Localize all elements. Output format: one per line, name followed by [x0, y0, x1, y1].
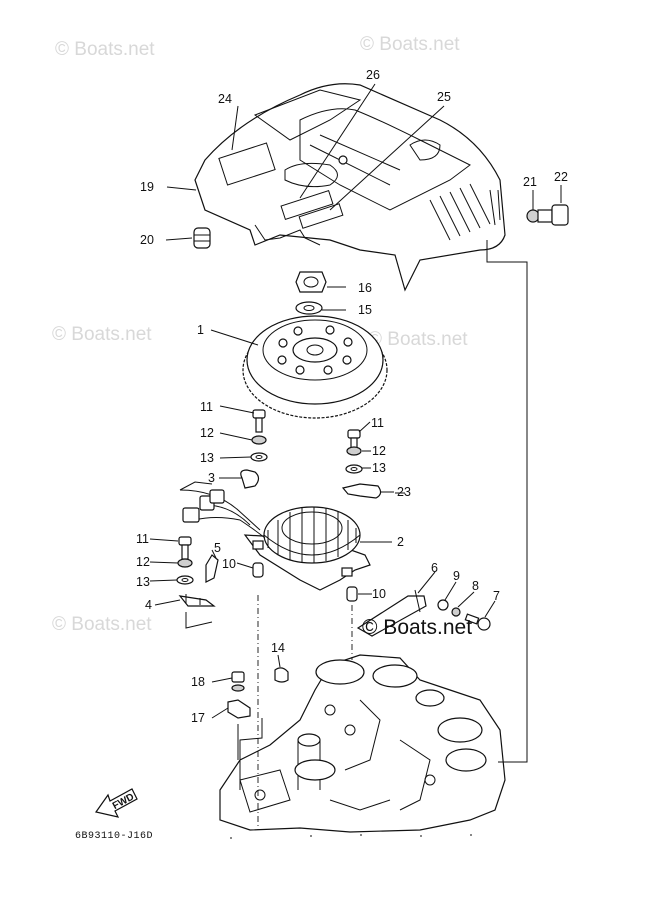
- clamp-23: [341, 483, 382, 499]
- callout-14: 14: [271, 641, 285, 655]
- clamp-3: [240, 469, 260, 489]
- watermark: © Boats.net: [52, 614, 152, 635]
- callout-1: 1: [197, 323, 204, 337]
- watermark: © Boats.net: [52, 324, 152, 345]
- callout-13: 13: [200, 451, 214, 465]
- collar-10-upper: [252, 562, 264, 578]
- watermark: © Boats.net: [368, 329, 468, 350]
- washer-15: [295, 301, 323, 315]
- grommet-20: [193, 227, 211, 249]
- watermark: © Boats.net: [360, 34, 460, 55]
- callout-10: 10: [222, 557, 236, 571]
- callout-20: 20: [140, 233, 154, 247]
- engine-block: [219, 654, 506, 833]
- callout-2: 2: [397, 535, 404, 549]
- forward-arrow-icon: FWD: [94, 788, 138, 818]
- cover-bolt: [526, 204, 569, 226]
- callout-4: 4: [145, 598, 152, 612]
- stator-bolt-left-upper: [250, 409, 268, 462]
- callout-23: 23: [397, 485, 411, 499]
- callout-17: 17: [191, 711, 205, 725]
- stator: [243, 506, 371, 591]
- pulser-bracket-6: [356, 589, 427, 637]
- callout-9: 9: [453, 569, 460, 583]
- callout-11: 11: [200, 400, 213, 414]
- callout-19: 19: [140, 180, 154, 194]
- callout-8: 8: [472, 579, 479, 593]
- plate-17: [227, 699, 251, 719]
- bracket-bolt-left: [176, 536, 194, 585]
- callout-18: 18: [191, 675, 205, 689]
- callout-12: 12: [200, 426, 214, 440]
- clip-5: [205, 554, 219, 583]
- flywheel-cover: [194, 83, 506, 292]
- callout-6: 6: [431, 561, 438, 575]
- watermark: © Boats.net: [55, 39, 155, 60]
- washer-8: [451, 607, 461, 617]
- callout-24: 24: [218, 92, 232, 106]
- flywheel: [242, 315, 388, 419]
- callout-11: 11: [136, 532, 149, 546]
- fwd-label: FWD: [111, 792, 136, 812]
- callout-11: 11: [371, 416, 384, 430]
- flywheel-nut: [295, 271, 327, 293]
- callout-13: 13: [136, 575, 150, 589]
- woodruff-key: [274, 667, 289, 683]
- callout-26: 26: [366, 68, 380, 82]
- washer-9: [437, 599, 449, 611]
- callout-10: 10: [372, 587, 386, 601]
- callout-21: 21: [523, 175, 537, 189]
- bracket-4: [178, 594, 216, 607]
- stator-bolt-right: [345, 429, 363, 474]
- callout-22: 22: [554, 170, 568, 184]
- bolt-18: [231, 671, 245, 692]
- callout-25: 25: [437, 90, 451, 104]
- collar-10-lower: [346, 586, 358, 602]
- callouts: 1 2 3 4 5 6 7 8 9 10 10 11 11 11 12 12 1…: [136, 68, 568, 725]
- callout-12: 12: [136, 555, 150, 569]
- drawing-code: 6B93110-J16D: [75, 831, 153, 842]
- callout-15: 15: [358, 303, 372, 317]
- callout-13: 13: [372, 461, 386, 475]
- callout-12: 12: [372, 444, 386, 458]
- callout-16: 16: [358, 281, 372, 295]
- callout-3: 3: [208, 471, 215, 485]
- callout-5: 5: [214, 541, 221, 555]
- stator-harness: [179, 481, 266, 539]
- leader-lines: [149, 83, 562, 830]
- watermark-main: © Boats.net: [362, 616, 472, 639]
- screw-7: [464, 613, 491, 631]
- callout-7: 7: [493, 589, 500, 603]
